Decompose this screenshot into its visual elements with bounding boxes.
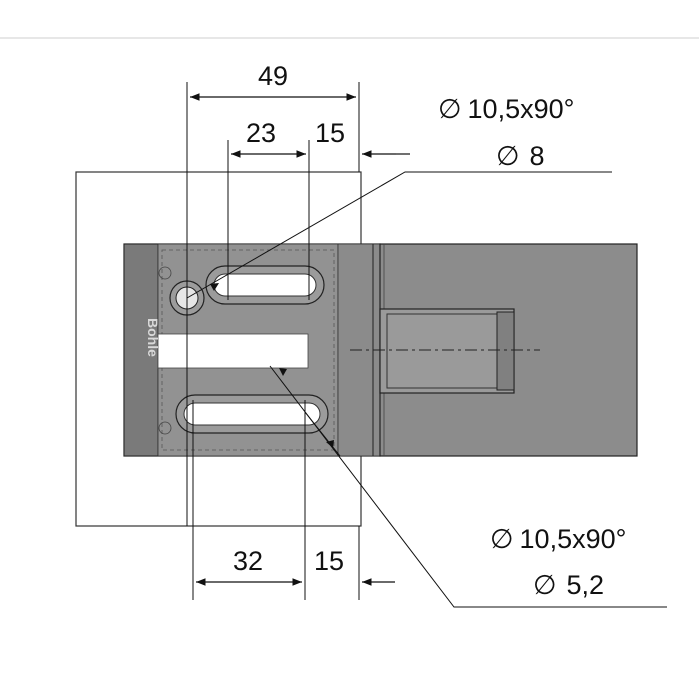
center-channel	[157, 333, 309, 369]
svg-text:∅10,5x90°: ∅10,5x90°	[490, 524, 626, 554]
leader-arrow-top	[210, 283, 219, 291]
dim-top-inner: 23	[246, 118, 276, 148]
callout-top: ∅10,5x90° ∅8	[438, 94, 574, 171]
small-hole-b	[158, 421, 172, 435]
slot-top	[205, 265, 325, 305]
dimension-lines	[190, 93, 410, 586]
hinge-body-right	[379, 243, 638, 457]
callout-bottom: ∅10,5x90° ∅5,2	[490, 524, 626, 600]
small-hole-a	[158, 266, 172, 280]
dim-bottom-right: 15	[314, 546, 344, 576]
svg-text:∅8: ∅8	[496, 141, 545, 171]
dim-top-overall: 49	[258, 61, 288, 91]
svg-text:∅10,5x90°: ∅10,5x90°	[438, 94, 574, 124]
extension-lines	[186, 82, 360, 600]
svg-text:Bohle: Bohle	[145, 318, 161, 357]
brand-logo: Bohle	[145, 318, 161, 357]
dim-top-right: 15	[315, 118, 345, 148]
svg-text:∅5,2: ∅5,2	[533, 570, 604, 600]
slot-bottom	[175, 394, 329, 434]
pin-housing	[379, 308, 515, 394]
leader-arrow-bottom-a	[279, 368, 287, 376]
dim-bottom-inner: 32	[233, 546, 263, 576]
